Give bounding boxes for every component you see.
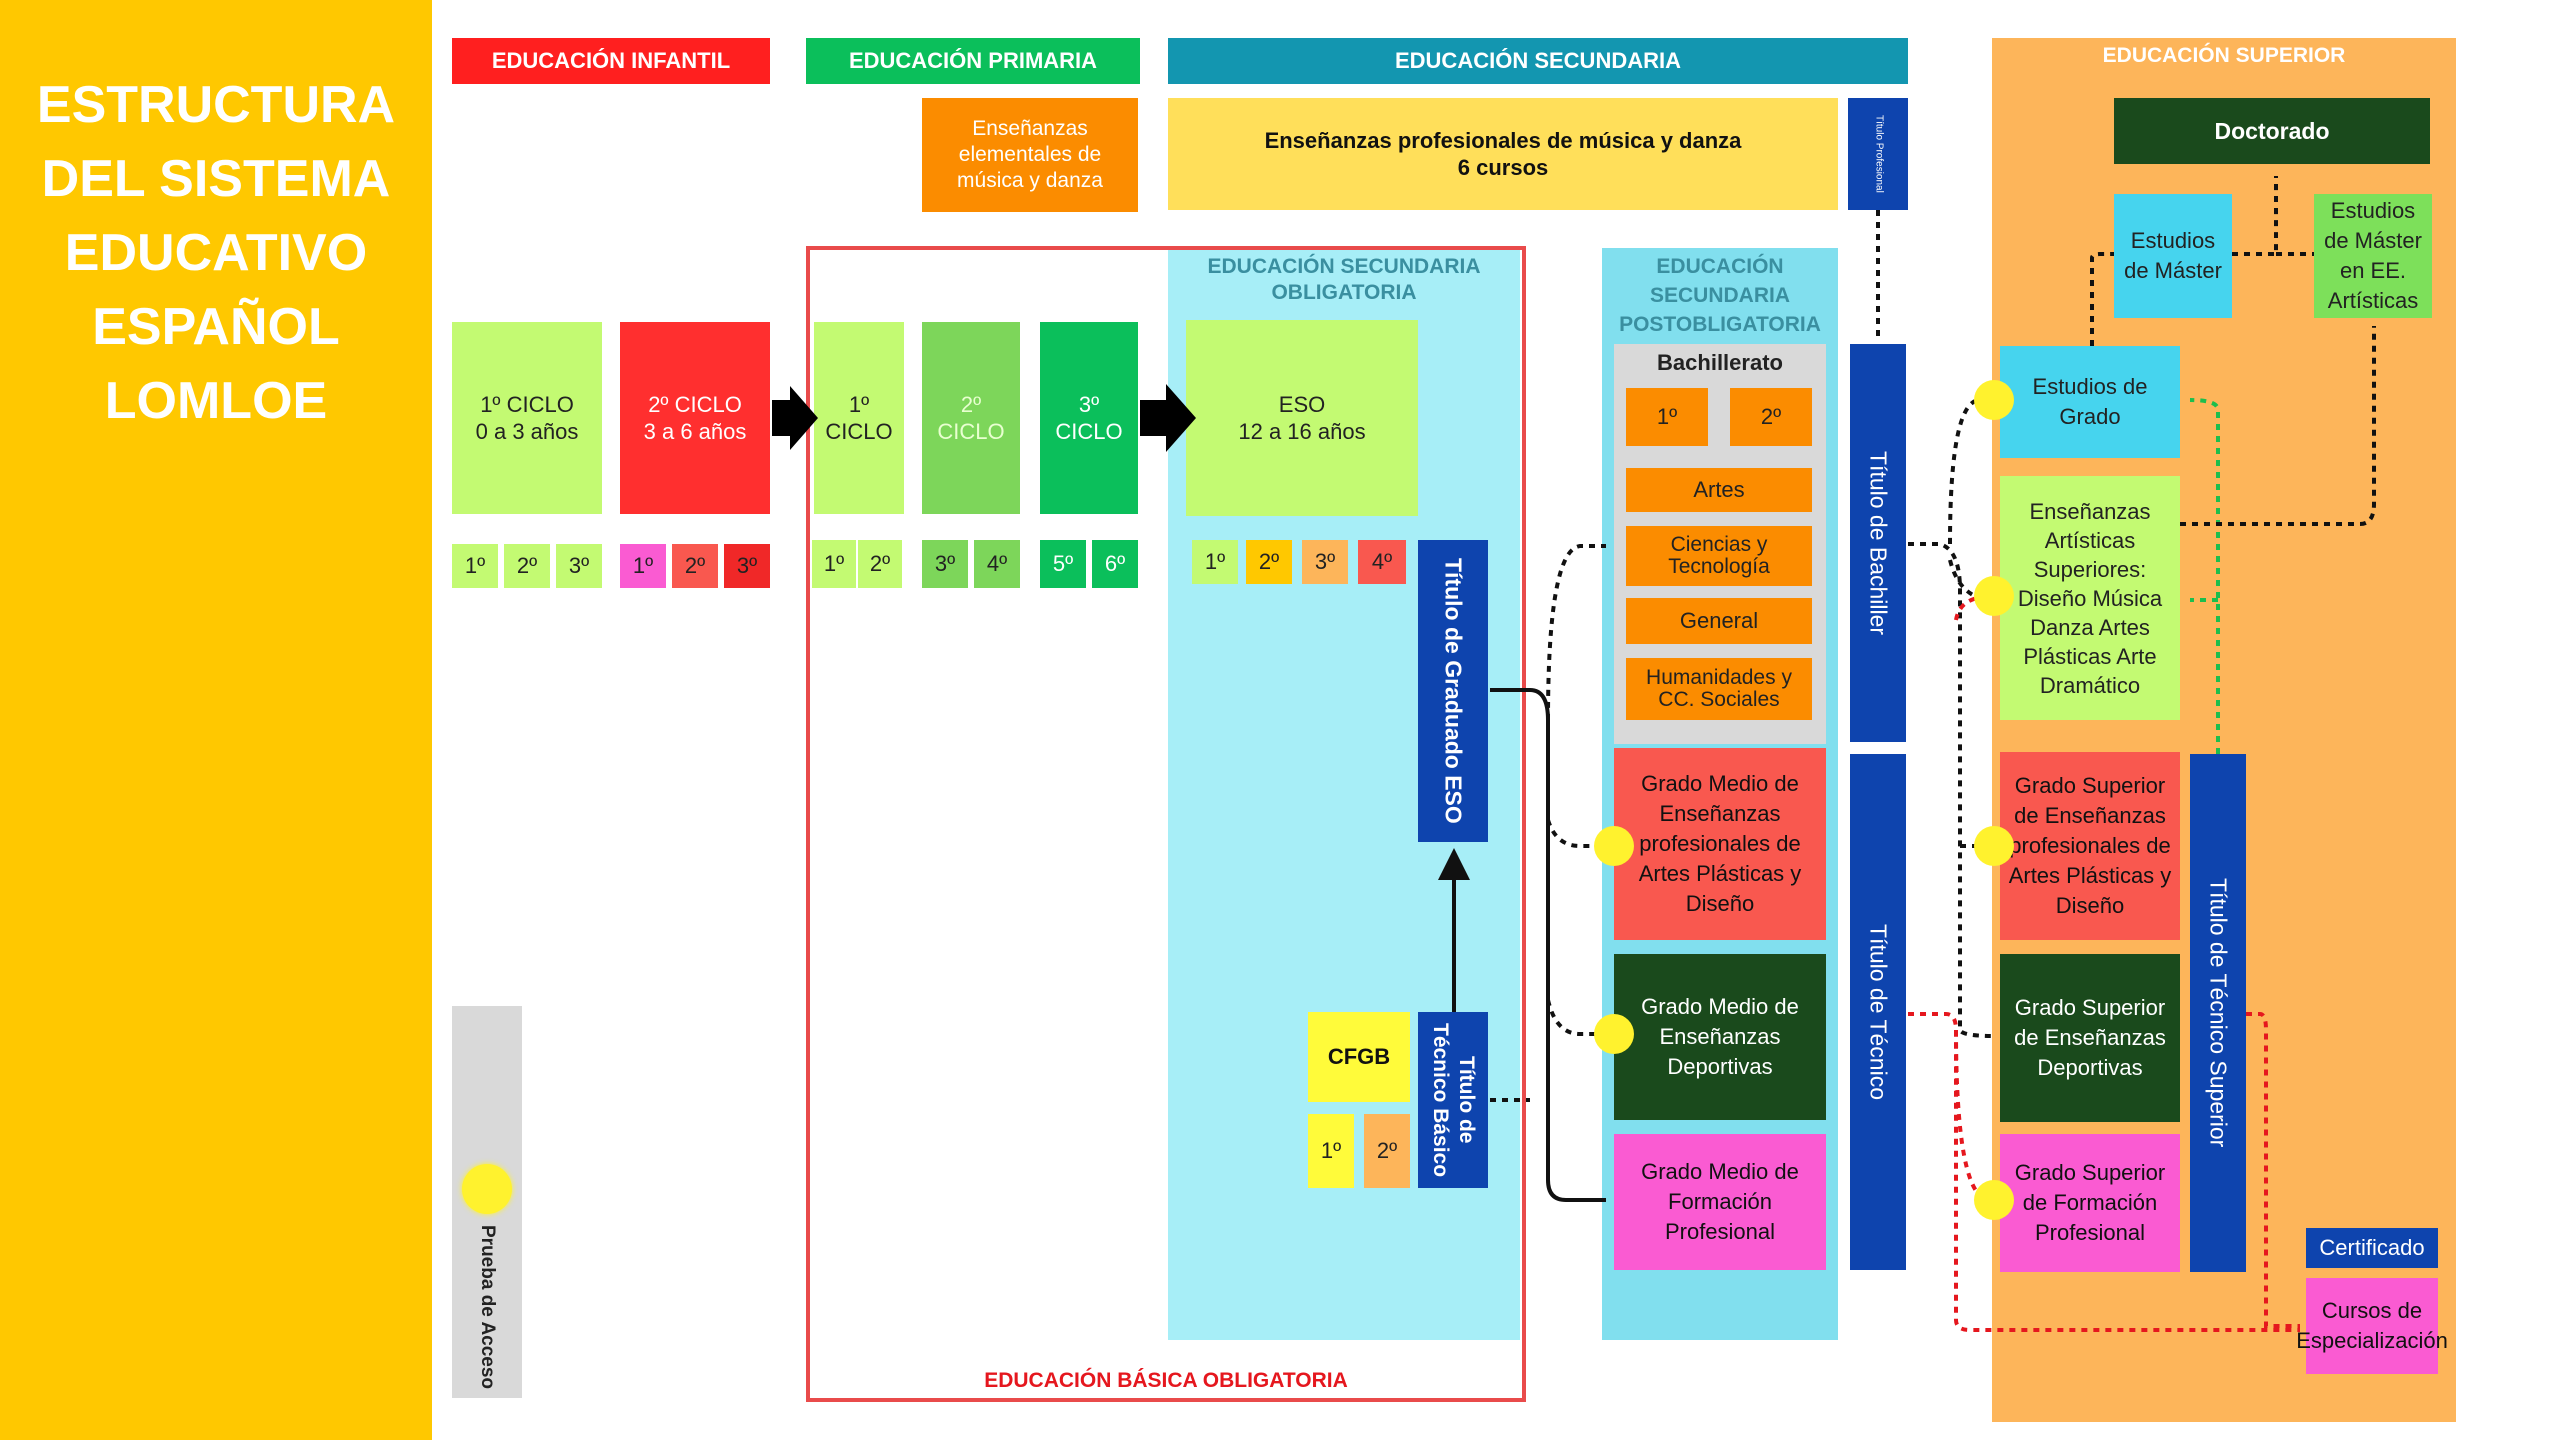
music-profesionales-line1: Enseñanzas profesionales de música y dan… — [1264, 127, 1742, 153]
eso-year-2: 2º — [1246, 540, 1292, 584]
eso-year-3: 3º — [1302, 540, 1348, 584]
primaria-ciclo3: 3º CICLO — [1040, 322, 1138, 514]
gs-artes-plasticas: Grado Superior de Enseñanzas profesional… — [2000, 752, 2180, 940]
primaria-year-4: 4º — [974, 540, 1020, 588]
infantil-year-2: 2º — [504, 544, 550, 588]
titulo-tecnico-basico-label: Título de Técnico Básico — [1427, 1023, 1479, 1177]
infantil-year-5: 2º — [672, 544, 718, 588]
primaria-ciclo1: 1º CICLO — [814, 322, 904, 514]
primaria-ciclo3-line2: CICLO — [1055, 419, 1123, 444]
titulo-profesional: Título Profesional — [1848, 98, 1908, 210]
eso-header-line1: EDUCACIÓN SECUNDARIA — [1207, 254, 1481, 278]
postobligatoria-header-line2: SECUNDARIA — [1649, 283, 1790, 307]
cfgb-year-2: 2º — [1364, 1114, 1410, 1188]
primaria-year-6: 6º — [1092, 540, 1138, 588]
page-title: ESTRUCTURA DEL SISTEMA EDUCATIVO ESPAÑOL… — [36, 76, 396, 430]
primaria-year-1: 1º — [812, 540, 856, 588]
titulo-graduado-eso-label: Título de Graduado ESO — [1440, 558, 1467, 824]
primaria-ciclo1-line1: 1º — [848, 391, 870, 417]
access-test-icon — [462, 1164, 512, 1214]
infantil-ciclo1: 1º CICLO 0 a 3 años — [452, 322, 602, 514]
eso-box: ESO 12 a 16 años — [1186, 320, 1418, 516]
doctorado: Doctorado — [2114, 98, 2430, 164]
header-infantil: EDUCACIÓN INFANTIL — [452, 38, 770, 84]
infantil-ciclo1-line1: 1º CICLO — [480, 391, 574, 417]
titulo-tecnico-label: Título de Técnico — [1865, 923, 1892, 1100]
titulo-tecnico: Título de Técnico — [1850, 754, 1906, 1270]
infantil-ciclo2-line1: 2º CICLO — [648, 391, 742, 417]
header-superior: EDUCACIÓN SUPERIOR — [2102, 43, 2346, 67]
certificado: Certificado — [2306, 1228, 2438, 1268]
titulo-tecnico-superior: Título de Técnico Superior — [2190, 754, 2246, 1272]
cfgb-year-1: 1º — [1308, 1114, 1354, 1188]
infantil-ciclo2-line2: 3 a 6 años — [643, 419, 747, 444]
eso-box-line2: 12 a 16 años — [1238, 419, 1366, 444]
primaria-ciclo2-line1: 2º — [960, 391, 982, 417]
cfgb-box: CFGB — [1308, 1012, 1410, 1102]
titulo-tecnico-basico-line1: Título de — [1455, 1056, 1478, 1144]
infantil-year-3: 3º — [556, 544, 602, 588]
eso-box-line1: ESO — [1278, 391, 1326, 417]
music-profesionales: Enseñanzas profesionales de música y dan… — [1168, 98, 1838, 210]
titulo-graduado-eso: Título de Graduado ESO — [1418, 540, 1488, 842]
modalidad-ciencias: Ciencias y Tecnología — [1626, 526, 1812, 586]
titulo-profesional-label: Título Profesional — [1873, 115, 1885, 193]
primaria-ciclo1-line2: CICLO — [825, 419, 893, 444]
header-primaria: EDUCACIÓN PRIMARIA — [806, 38, 1140, 84]
primaria-year-3: 3º — [922, 540, 968, 588]
eso-header: EDUCACIÓN SECUNDARIA OBLIGATORIA — [1168, 248, 1520, 312]
eso-year-4: 4º — [1358, 540, 1406, 584]
infantil-year-4: 1º — [620, 544, 666, 588]
legend-prueba-acceso-label: Prueba de Acceso — [476, 1224, 498, 1390]
header-secundaria: EDUCACIÓN SECUNDARIA — [1168, 38, 1908, 84]
eso-year-1: 1º — [1192, 540, 1238, 584]
gs-deportivas: Grado Superior de Enseñanzas Deportivas — [2000, 954, 2180, 1122]
infantil-ciclo2: 2º CICLO 3 a 6 años — [620, 322, 770, 514]
titulo-tecnico-basico: Título de Técnico Básico — [1418, 1012, 1488, 1188]
modalidad-general: General — [1626, 598, 1812, 644]
postobligatoria-header-line3: POSTOBLIGATORIA — [1619, 312, 1821, 336]
titulo-bachiller: Título de Bachiller — [1850, 344, 1906, 742]
estudios-master: Estudios de Máster — [2114, 194, 2232, 318]
estudios-grado: Estudios de Grado — [2000, 346, 2180, 458]
postobligatoria-header: EDUCACIÓN SECUNDARIA POSTOBLIGATORIA — [1602, 250, 1838, 340]
sidebar: ESTRUCTURA DEL SISTEMA EDUCATIVO ESPAÑOL… — [0, 0, 432, 1440]
music-elementales: Enseñanzas elementales de música y danza — [922, 98, 1138, 212]
gm-deportivas: Grado Medio de Enseñanzas Deportivas — [1614, 954, 1826, 1120]
basica-label: EDUCACIÓN BÁSICA OBLIGATORIA — [984, 1368, 1348, 1392]
ensenanzas-artisticas-superiores: Enseñanzas Artísticas Superiores: Diseño… — [2000, 476, 2180, 720]
titulo-bachiller-label: Título de Bachiller — [1865, 450, 1892, 636]
bachillerato-label: Bachillerato — [1657, 350, 1783, 376]
titulo-tecnico-basico-line2: Técnico Básico — [1429, 1022, 1452, 1178]
infantil-year-1: 1º — [452, 544, 498, 588]
modalidad-humanidades: Humanidades y CC. Sociales — [1626, 658, 1812, 720]
legend-prueba-acceso: Prueba de Acceso — [452, 1222, 522, 1392]
primaria-ciclo2-line2: CICLO — [937, 419, 1005, 444]
primaria-year-5: 5º — [1040, 540, 1086, 588]
modalidad-artes: Artes — [1626, 468, 1812, 512]
gs-formacion-profesional: Grado Superior de Formación Profesional — [2000, 1134, 2180, 1272]
bachillerato-year-2: 2º — [1730, 388, 1812, 446]
music-profesionales-line2: 6 cursos — [1457, 155, 1549, 180]
postobligatoria-header-line1: EDUCACIÓN — [1656, 254, 1784, 278]
infantil-ciclo1-line2: 0 a 3 años — [475, 419, 579, 444]
gm-artes-plasticas: Grado Medio de Enseñanzas profesionales … — [1614, 748, 1826, 940]
gm-formacion-profesional: Grado Medio de Formación Profesional — [1614, 1134, 1826, 1270]
primaria-ciclo3-line1: 3º — [1078, 391, 1100, 417]
master-artisticas: Estudios de Máster en EE. Artísticas — [2314, 194, 2432, 318]
cursos-especializacion: Cursos de Especialización — [2296, 1278, 2448, 1374]
infantil-year-6: 3º — [724, 544, 770, 588]
titulo-tecnico-superior-label: Título de Técnico Superior — [2205, 878, 2232, 1148]
primaria-year-2: 2º — [858, 540, 902, 588]
bachillerato-year-1: 1º — [1626, 388, 1708, 446]
eso-header-line2: OBLIGATORIA — [1271, 281, 1417, 304]
primaria-ciclo2: 2º CICLO — [922, 322, 1020, 514]
